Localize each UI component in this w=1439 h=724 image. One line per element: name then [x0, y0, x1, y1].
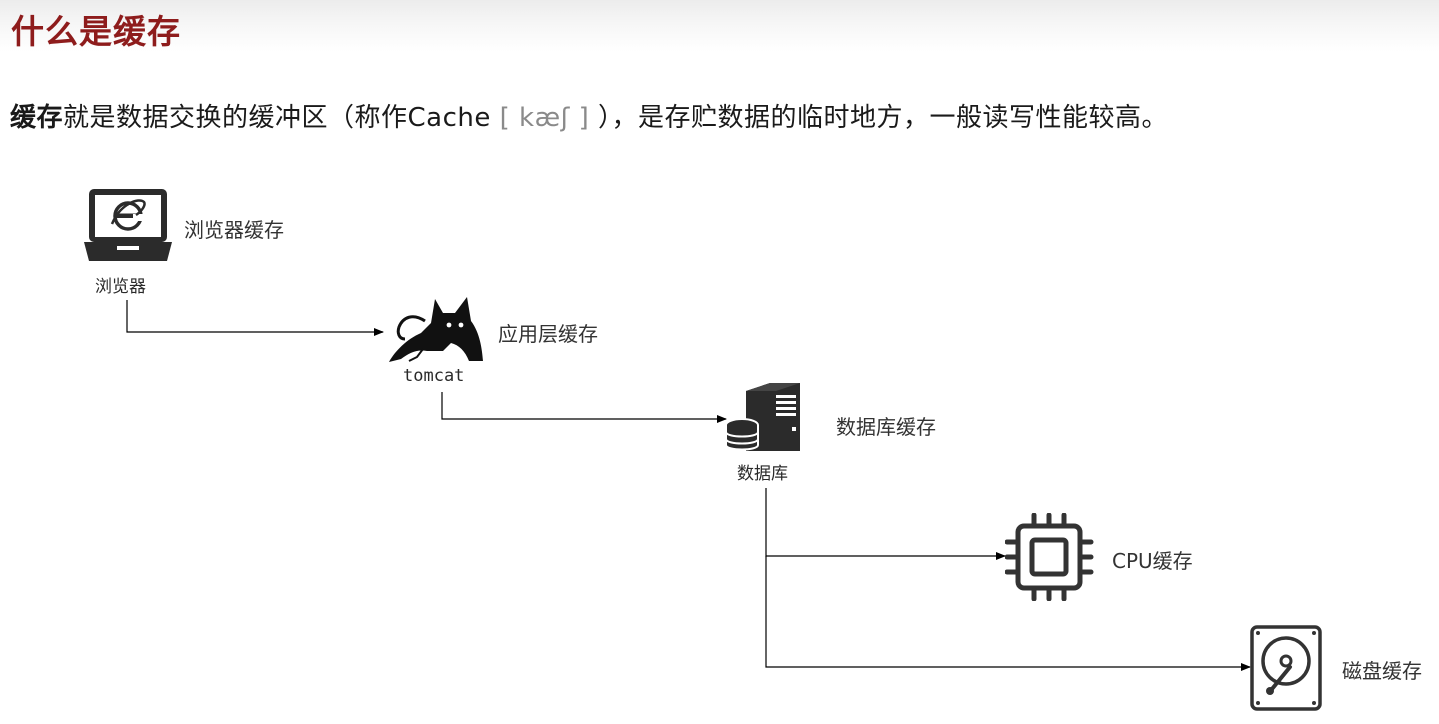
- browser-caption: 浏览器: [95, 277, 146, 297]
- edge-database-to-disk: [765, 556, 1251, 671]
- tomcat-cache-label: 应用层缓存: [498, 322, 598, 346]
- database-server-icon: [725, 383, 800, 451]
- database-caption: 数据库: [737, 464, 788, 484]
- laptop-ie-icon: [84, 189, 172, 261]
- hard-disk-icon: [1250, 625, 1322, 711]
- definition-text-before: 就是数据交换的缓冲区（称作Cache: [63, 103, 500, 133]
- disk-cache-label: 磁盘缓存: [1342, 659, 1422, 683]
- definition-text-after: ），是存贮数据的临时地方，一般读写性能较高。: [589, 103, 1169, 133]
- database-cache-label: 数据库缓存: [836, 415, 936, 439]
- tomcat-cat-icon: [389, 297, 483, 362]
- slide-header-band: [0, 0, 1439, 52]
- edge-tomcat-to-database: [441, 392, 727, 423]
- definition-term: 缓存: [10, 103, 64, 133]
- tomcat-caption: tomcat: [403, 366, 465, 386]
- browser-cache-label: 浏览器缓存: [184, 218, 284, 242]
- slide-title: 什么是缓存: [11, 12, 181, 51]
- cpu-chip-icon: [1005, 513, 1094, 601]
- cpu-cache-label: CPU缓存: [1112, 549, 1193, 573]
- edge-database-to-cpu: [765, 488, 1006, 560]
- edge-browser-to-tomcat: [126, 300, 384, 336]
- definition-phonetic: [ kæʃ ]: [499, 103, 590, 133]
- cache-definition: 缓存就是数据交换的缓冲区（称作Cache [ kæʃ ] ），是存贮数据的临时地…: [10, 97, 1168, 134]
